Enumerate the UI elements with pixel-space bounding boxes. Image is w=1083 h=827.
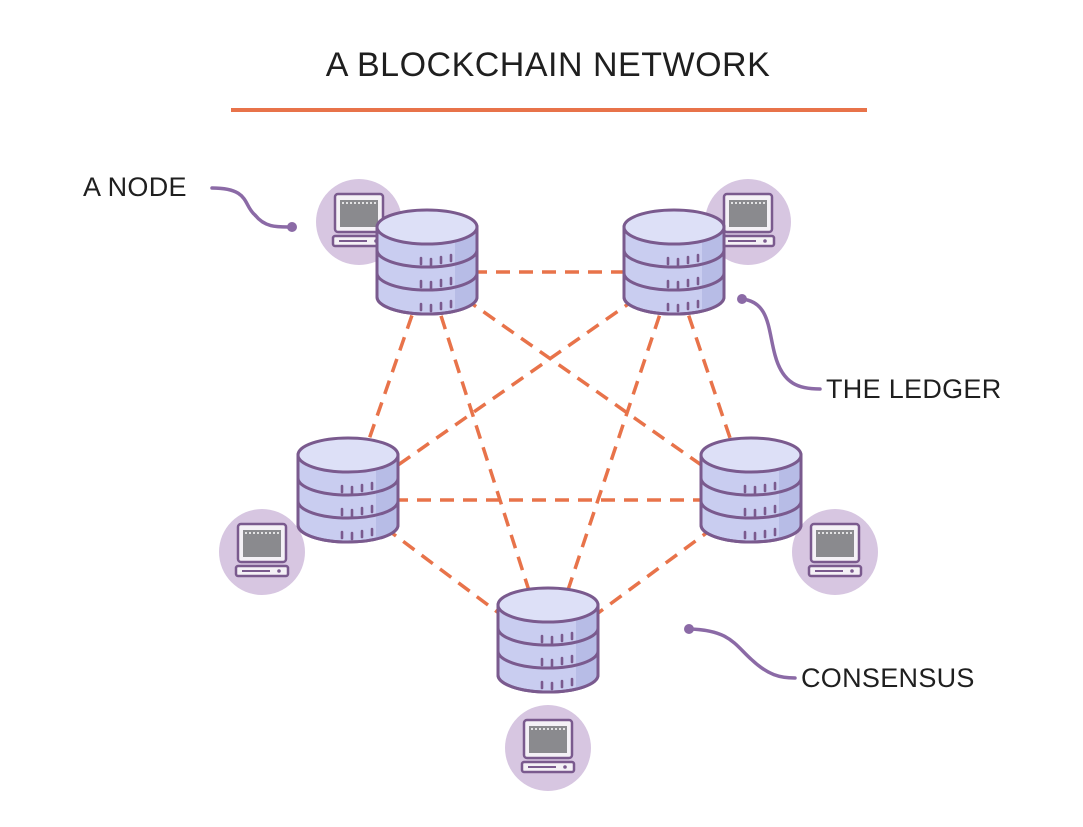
callout-connector-ledger xyxy=(740,297,822,391)
database-icon xyxy=(622,208,726,316)
diagram-title: A BLOCKCHAIN NETWORK xyxy=(326,46,771,84)
network-link xyxy=(546,271,676,651)
database-icon xyxy=(375,208,479,316)
callout-label-consensus: CONSENSUS xyxy=(801,663,975,693)
network-link xyxy=(425,271,550,651)
database-icon xyxy=(296,436,400,544)
callout-dot-node xyxy=(287,222,297,232)
network-link xyxy=(346,270,676,502)
network-link xyxy=(346,271,429,501)
callout-label-node: A NODE xyxy=(83,172,187,202)
database-icon xyxy=(496,586,600,694)
network-link xyxy=(672,271,753,501)
computer-icon xyxy=(790,507,880,597)
computer-icon xyxy=(503,703,593,793)
callout-label-ledger: THE LEDGER xyxy=(826,374,1002,404)
network-link xyxy=(425,270,753,502)
database-icon xyxy=(699,436,803,544)
callout-connector-node xyxy=(210,186,294,229)
computer-icon xyxy=(217,507,307,597)
callout-connector-consensus xyxy=(687,627,797,680)
